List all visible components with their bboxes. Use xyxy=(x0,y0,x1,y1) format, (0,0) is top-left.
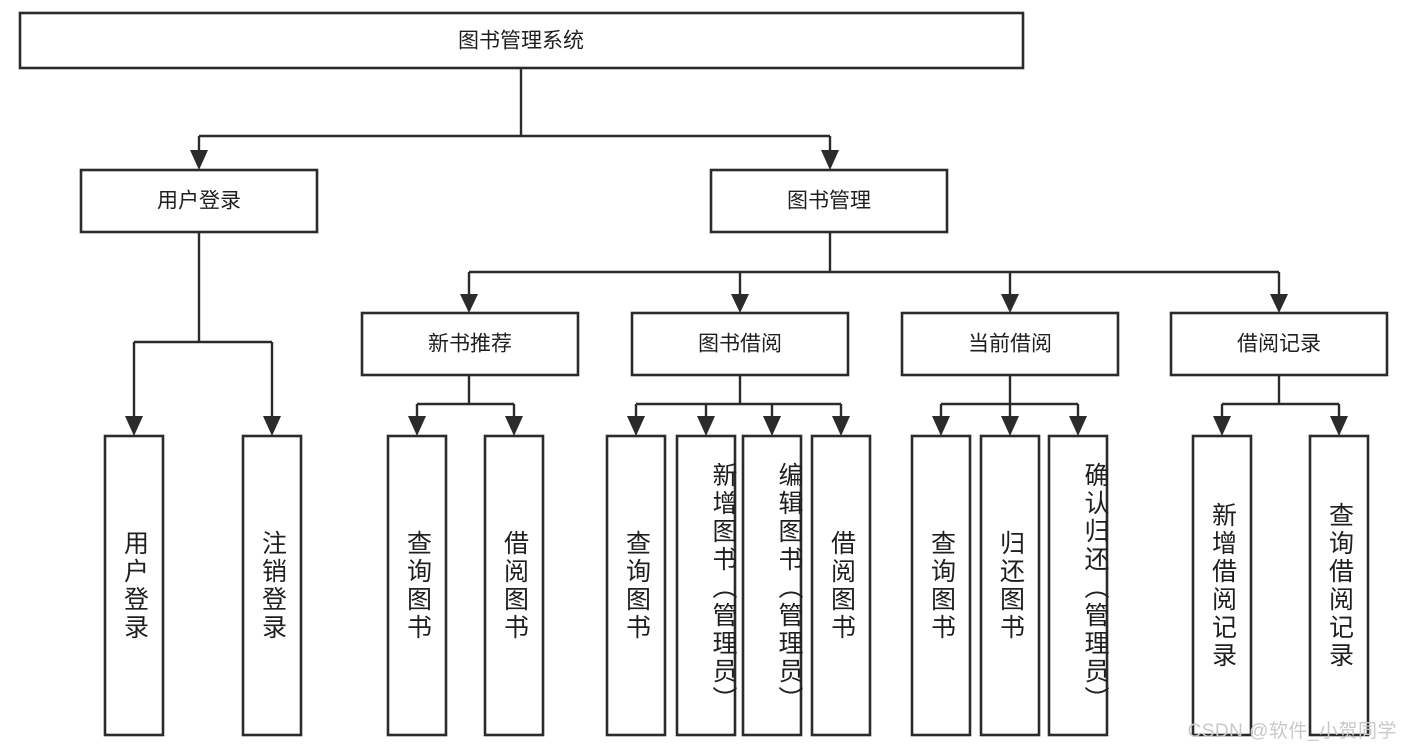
node-user-login-box[interactable] xyxy=(79,168,319,234)
node-book-management-box[interactable] xyxy=(709,168,949,234)
node-current-borrow-label: 当前借阅 xyxy=(968,333,1052,356)
connector-root-to-level1 xyxy=(190,68,839,170)
node-book-management-label: 图书管理 xyxy=(787,190,871,213)
leaf-box-query-book-3[interactable] xyxy=(910,434,972,737)
leaf-box-return-book[interactable] xyxy=(979,434,1041,737)
leaf-box-query-book-2[interactable] xyxy=(605,434,667,737)
node-root-box[interactable] xyxy=(18,11,1025,70)
node-new-book-recommend[interactable]: 新书推荐 xyxy=(360,311,580,377)
node-book-borrow[interactable]: 图书借阅 xyxy=(630,311,850,377)
node-current-borrow[interactable]: 当前借阅 xyxy=(900,311,1120,377)
leaf-box-borrow-book-1[interactable] xyxy=(483,434,545,737)
connector-userlogin-to-leaves xyxy=(125,232,281,436)
connector-bookborrow-to-leaves xyxy=(627,375,850,436)
leaf-box-query-record[interactable] xyxy=(1308,434,1370,737)
leaf-box-confirm-return[interactable] xyxy=(1047,434,1109,737)
node-book-borrow-label: 图书借阅 xyxy=(698,333,782,356)
node-new-book-recommend-label: 新书推荐 xyxy=(428,333,512,356)
connector-currentborrow-to-leaves xyxy=(932,375,1087,436)
leaf-boxes xyxy=(103,434,1370,737)
leaf-box-borrow-book-2[interactable] xyxy=(810,434,872,737)
node-borrow-record-box[interactable] xyxy=(1169,311,1389,377)
node-root[interactable]: 图书管理系统 xyxy=(18,11,1025,70)
connector-bookmgmt-to-level2 xyxy=(460,232,1288,313)
node-root-label: 图书管理系统 xyxy=(458,30,584,53)
connector-borrowrecord-to-leaves xyxy=(1213,375,1348,436)
csdn-watermark: CSDN @软件_小贺同学 xyxy=(1187,721,1397,742)
leaf-box-query-book-1[interactable] xyxy=(386,434,448,737)
node-user-login-label: 用户登录 xyxy=(157,190,241,213)
node-borrow-record-label: 借阅记录 xyxy=(1237,333,1321,356)
node-user-login[interactable]: 用户登录 xyxy=(79,168,319,234)
leaf-box-add-book[interactable] xyxy=(675,434,737,737)
connector-newbook-to-leaves xyxy=(408,375,523,436)
leaf-box-add-record[interactable] xyxy=(1191,434,1253,737)
leaf-box-edit-book[interactable] xyxy=(741,434,803,737)
leaf-box-logout[interactable] xyxy=(241,434,303,737)
node-book-management[interactable]: 图书管理 xyxy=(709,168,949,234)
node-current-borrow-box[interactable] xyxy=(900,311,1120,377)
node-new-book-recommend-box[interactable] xyxy=(360,311,580,377)
node-borrow-record[interactable]: 借阅记录 xyxy=(1169,311,1389,377)
leaf-box-user-login[interactable] xyxy=(103,434,165,737)
node-book-borrow-box[interactable] xyxy=(630,311,850,377)
